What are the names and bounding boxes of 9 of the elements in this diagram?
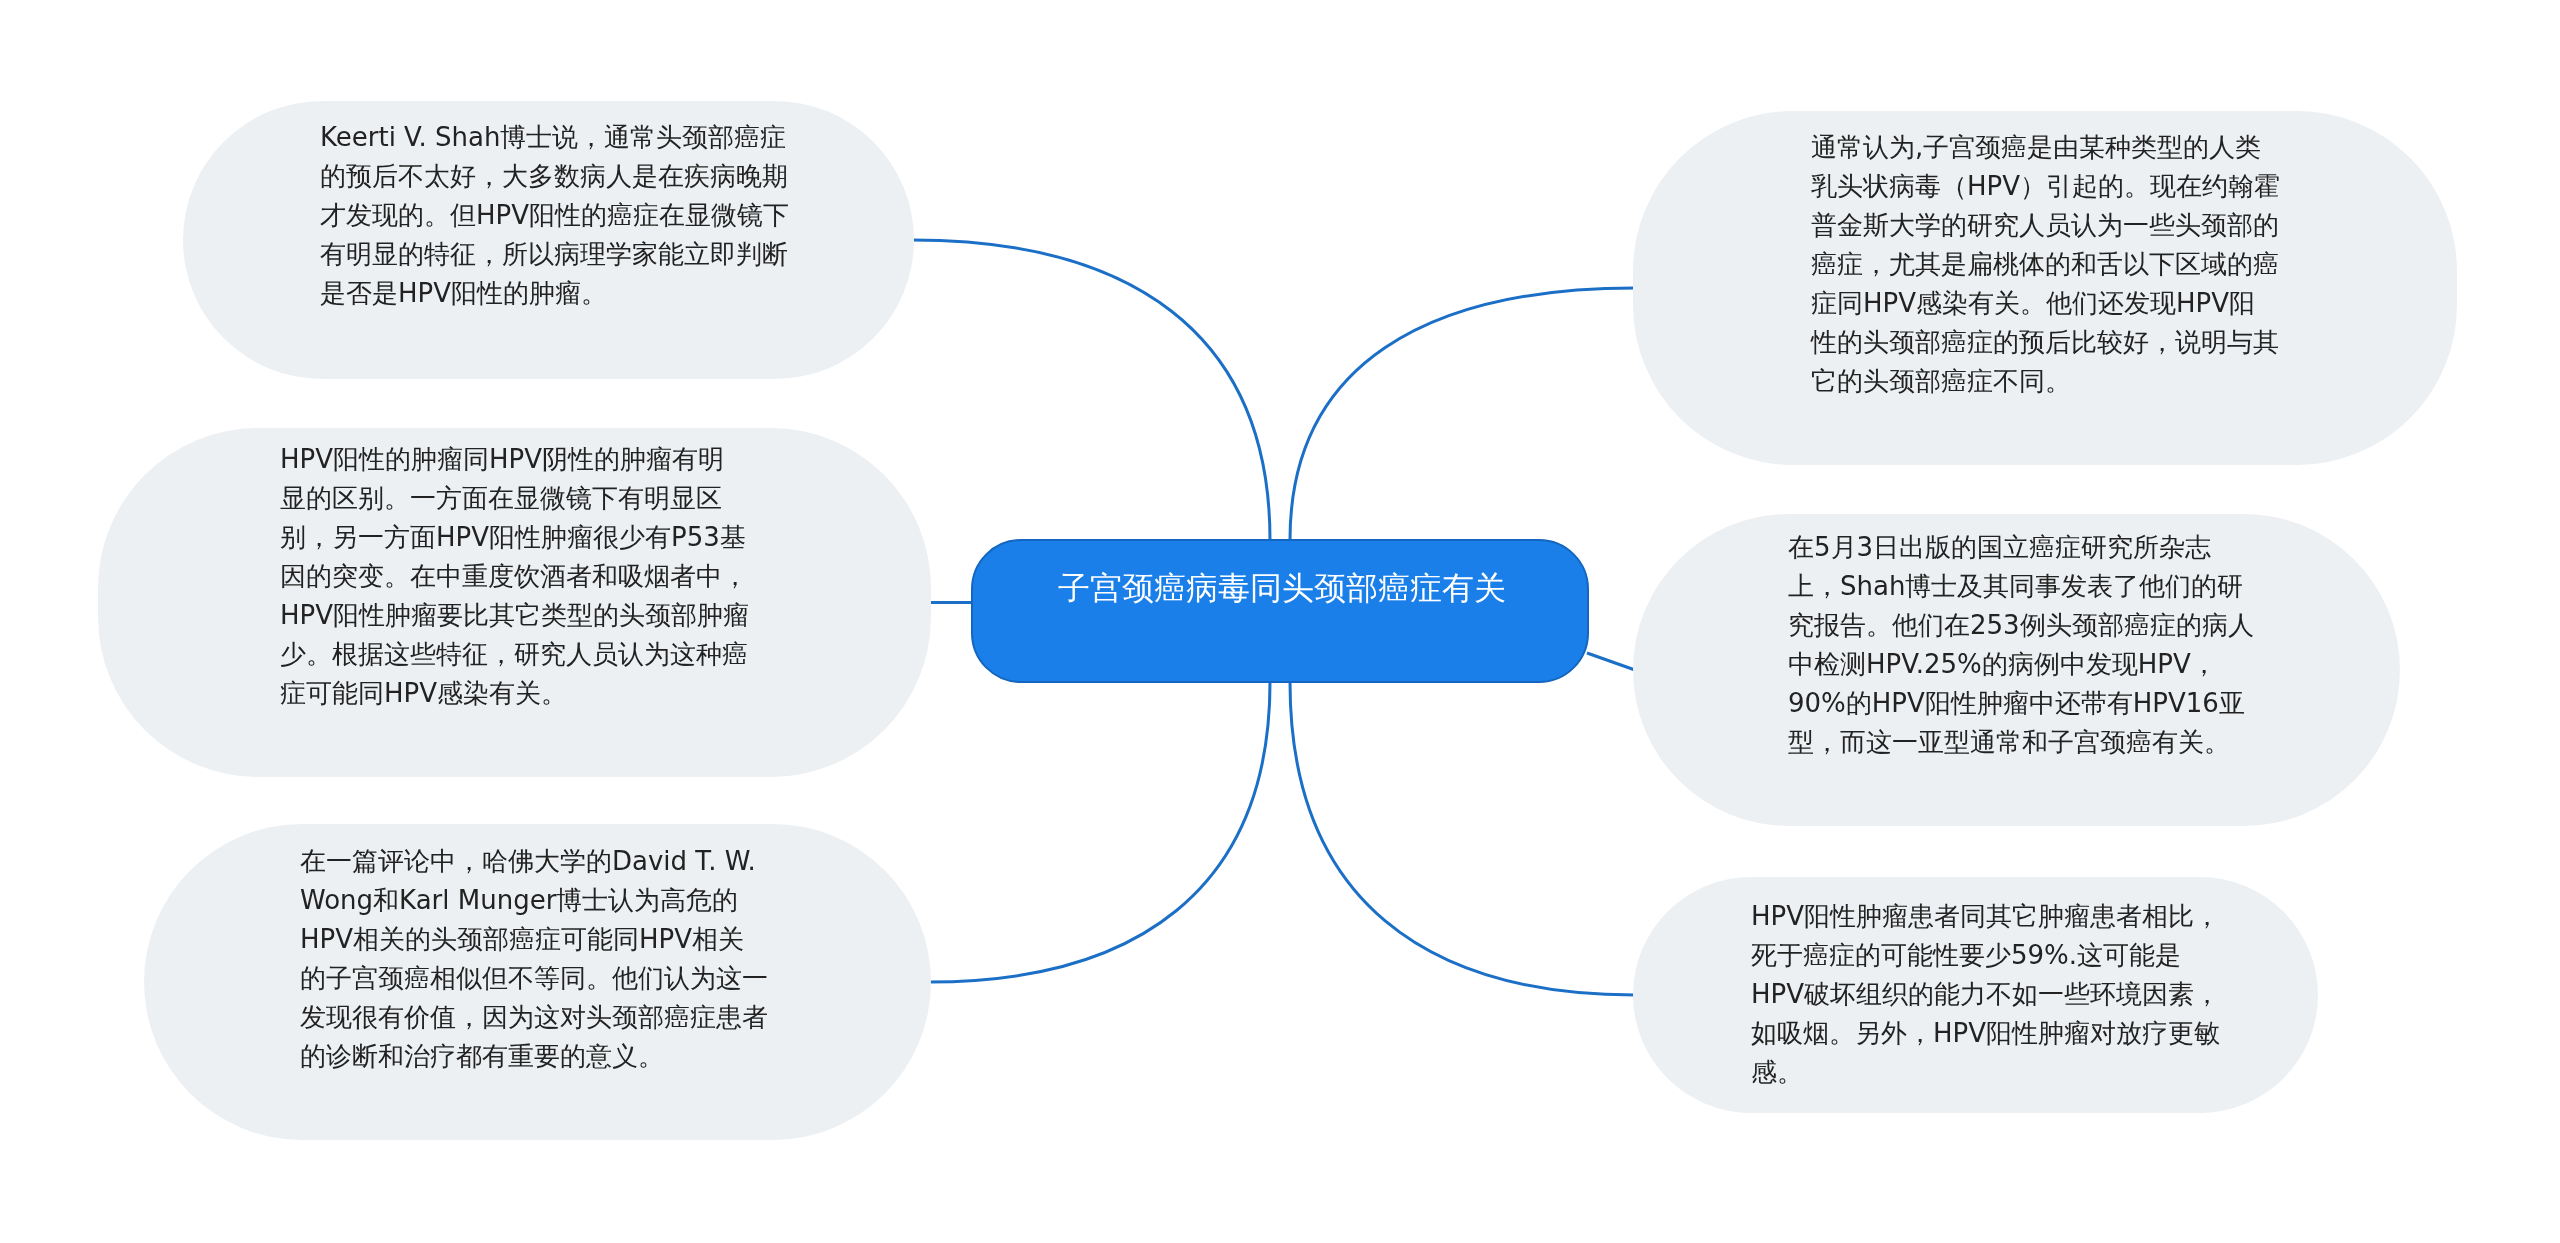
paragraph: 在5月3日出版的国立癌症研究所杂志上，Shah博士及其同事发表了他们的研究报告。他们在253例头颈部癌症的病人中检测HPV.25%的病例中发现HPV，90%的HPV阳性肿瘤中还带有HPV16亚型，而这一亚型通常和子宫颈癌有关。	[1788, 531, 2255, 759]
title-text: 子宫颈癌病毒同头颈部癌症有关	[1057, 568, 1507, 609]
paragraph: HPV阳性的肿瘤同HPV阴性的肿瘤有明显的区别。一方面在显微镜下有明显区别，另一方面HPV阳性肿瘤很少有P53基因的突变。在中重度饮酒者和吸烟者中，HPV阳性肿瘤要比其它类型的头颈部肿瘤少。根据这些特征，研究人员认为这种癌症可能同HPV感染有关。	[280, 443, 750, 710]
paragraph: 在一篇评论中，哈佛大学的David T. W. Wong和Karl Munger博士认为高危的HPV相关的头颈部癌症可能同HPV相关的子宫颈癌相似但不等同。他们认为这一发现很有价值，因为这对头颈部癌症患者的诊断和治疗都有重要的意义。	[300, 845, 769, 1073]
paragraph: Keerti V. Shah博士说，通常头颈部癌症的预后不太好，大多数病人是在疾病晚期才发现的。但HPV阳性的癌症在显微镜下有明显的特征，所以病理学家能立即判断是否是HPV阳性的肿瘤。	[320, 121, 790, 310]
paragraph: HPV阳性肿瘤患者同其它肿瘤患者相比，死于癌症的可能性要少59%.这可能是HPV破坏组织的能力不如一些环境因素，如吸烟。另外，HPV阳性肿瘤对放疗更敏感。	[1751, 900, 2221, 1089]
connector-line	[929, 601, 973, 604]
paragraph: 通常认为,子宫颈癌是由某种类型的人类乳头状病毒（HPV）引起的。现在约翰霍普金斯大学的研究人员认为一些头颈部的癌症，尤其是扁桃体的和舌以下区域的癌症同HPV感染有关。他们还发现HPV阳性的头颈部癌症的预后比较好，说明与其它的头颈部癌症不同。	[1811, 131, 2281, 398]
topic-box	[971, 539, 1589, 683]
